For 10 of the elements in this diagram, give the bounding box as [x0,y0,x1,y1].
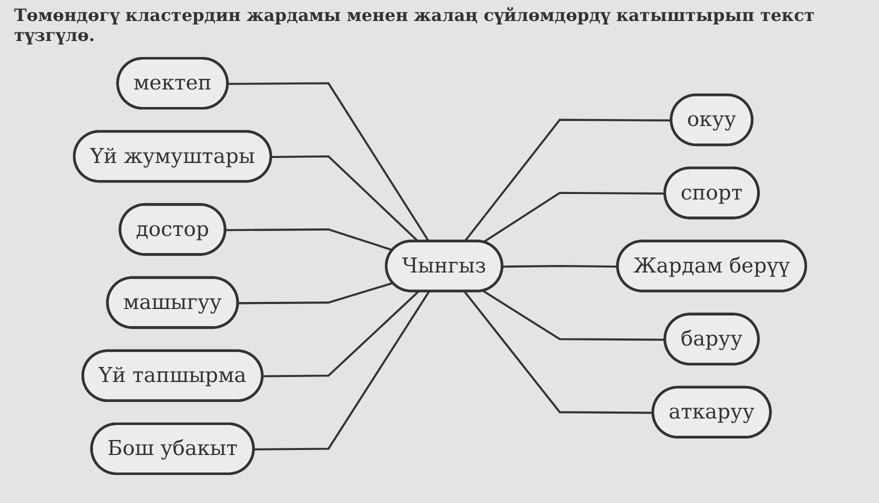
connector [502,264,618,268]
connector [482,192,665,244]
connector [238,282,393,304]
connector [463,118,672,242]
connector [482,290,665,341]
task-heading: Төмөндөгү кластердин жардамы менен жалаң сүйлөмдөрдү катыштырып текст түзгүлө. [14,6,816,46]
connector [225,228,393,252]
connector [254,291,430,450]
connector [262,290,419,378]
connector [463,291,653,414]
